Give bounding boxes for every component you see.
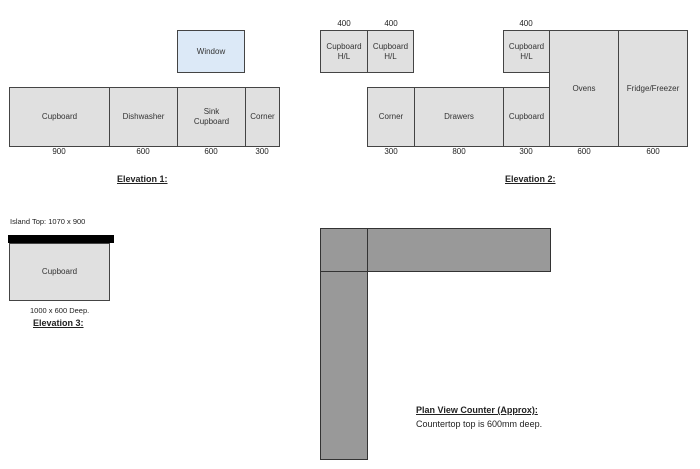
elevation2-wall-cupboard-3: Cupboard H/L [503, 30, 550, 73]
elevation2-wall-cupboard-1: Cupboard H/L [320, 30, 368, 73]
elevation2-dim-ovens: 600 [577, 147, 591, 156]
island-top-bar [8, 235, 114, 243]
island-top-label: Island Top: 1070 x 900 [10, 217, 86, 226]
elevation2-dim-drawers: 800 [452, 147, 466, 156]
plan-counter-corner [320, 228, 368, 272]
elevation2-dim-wall-1: 400 [337, 19, 351, 28]
elevation1-dim-cupboard: 900 [52, 147, 66, 156]
elevation1-dim-corner: 300 [255, 147, 269, 156]
elevation3-size: 1000 x 600 Deep. [30, 306, 90, 315]
elevation2-dim-cupboard: 300 [519, 147, 533, 156]
elevation2-dim-corner: 300 [384, 147, 398, 156]
elevation2-title: Elevation 2: [505, 174, 556, 184]
elevation1-corner: Corner [245, 87, 280, 147]
elevation3-title: Elevation 3: [33, 318, 84, 328]
elevation2-cupboard: Cupboard [503, 87, 550, 147]
elevation2-wall-cupboard-2: Cupboard H/L [367, 30, 414, 73]
plan-title: Plan View Counter (Approx): [416, 405, 538, 415]
elevation2-dim-wall-2: 400 [384, 19, 398, 28]
elevation1-cupboard: Cupboard [9, 87, 110, 147]
plan-note: Countertop top is 600mm deep. [416, 419, 543, 429]
elevation1-sink-cupboard: Sink Cupboard [177, 87, 246, 147]
elevation2-drawers: Drawers [414, 87, 504, 147]
elevation2-corner: Corner [367, 87, 415, 147]
elevation2-ovens: Ovens [549, 30, 619, 147]
elevation1-title: Elevation 1: [117, 174, 168, 184]
elevation1-dim-sink: 600 [204, 147, 218, 156]
elevation2-fridge-freezer: Fridge/Freezer [618, 30, 688, 147]
plan-counter-side-run [320, 271, 368, 460]
elevation2-dim-fridge: 600 [646, 147, 660, 156]
elevation2-dim-wall-3: 400 [519, 19, 533, 28]
elevation1-dishwasher: Dishwasher [109, 87, 178, 147]
elevation1-dim-dishwasher: 600 [136, 147, 150, 156]
elevation1-window: Window [177, 30, 245, 73]
elevation3-cupboard: Cupboard [9, 243, 110, 301]
